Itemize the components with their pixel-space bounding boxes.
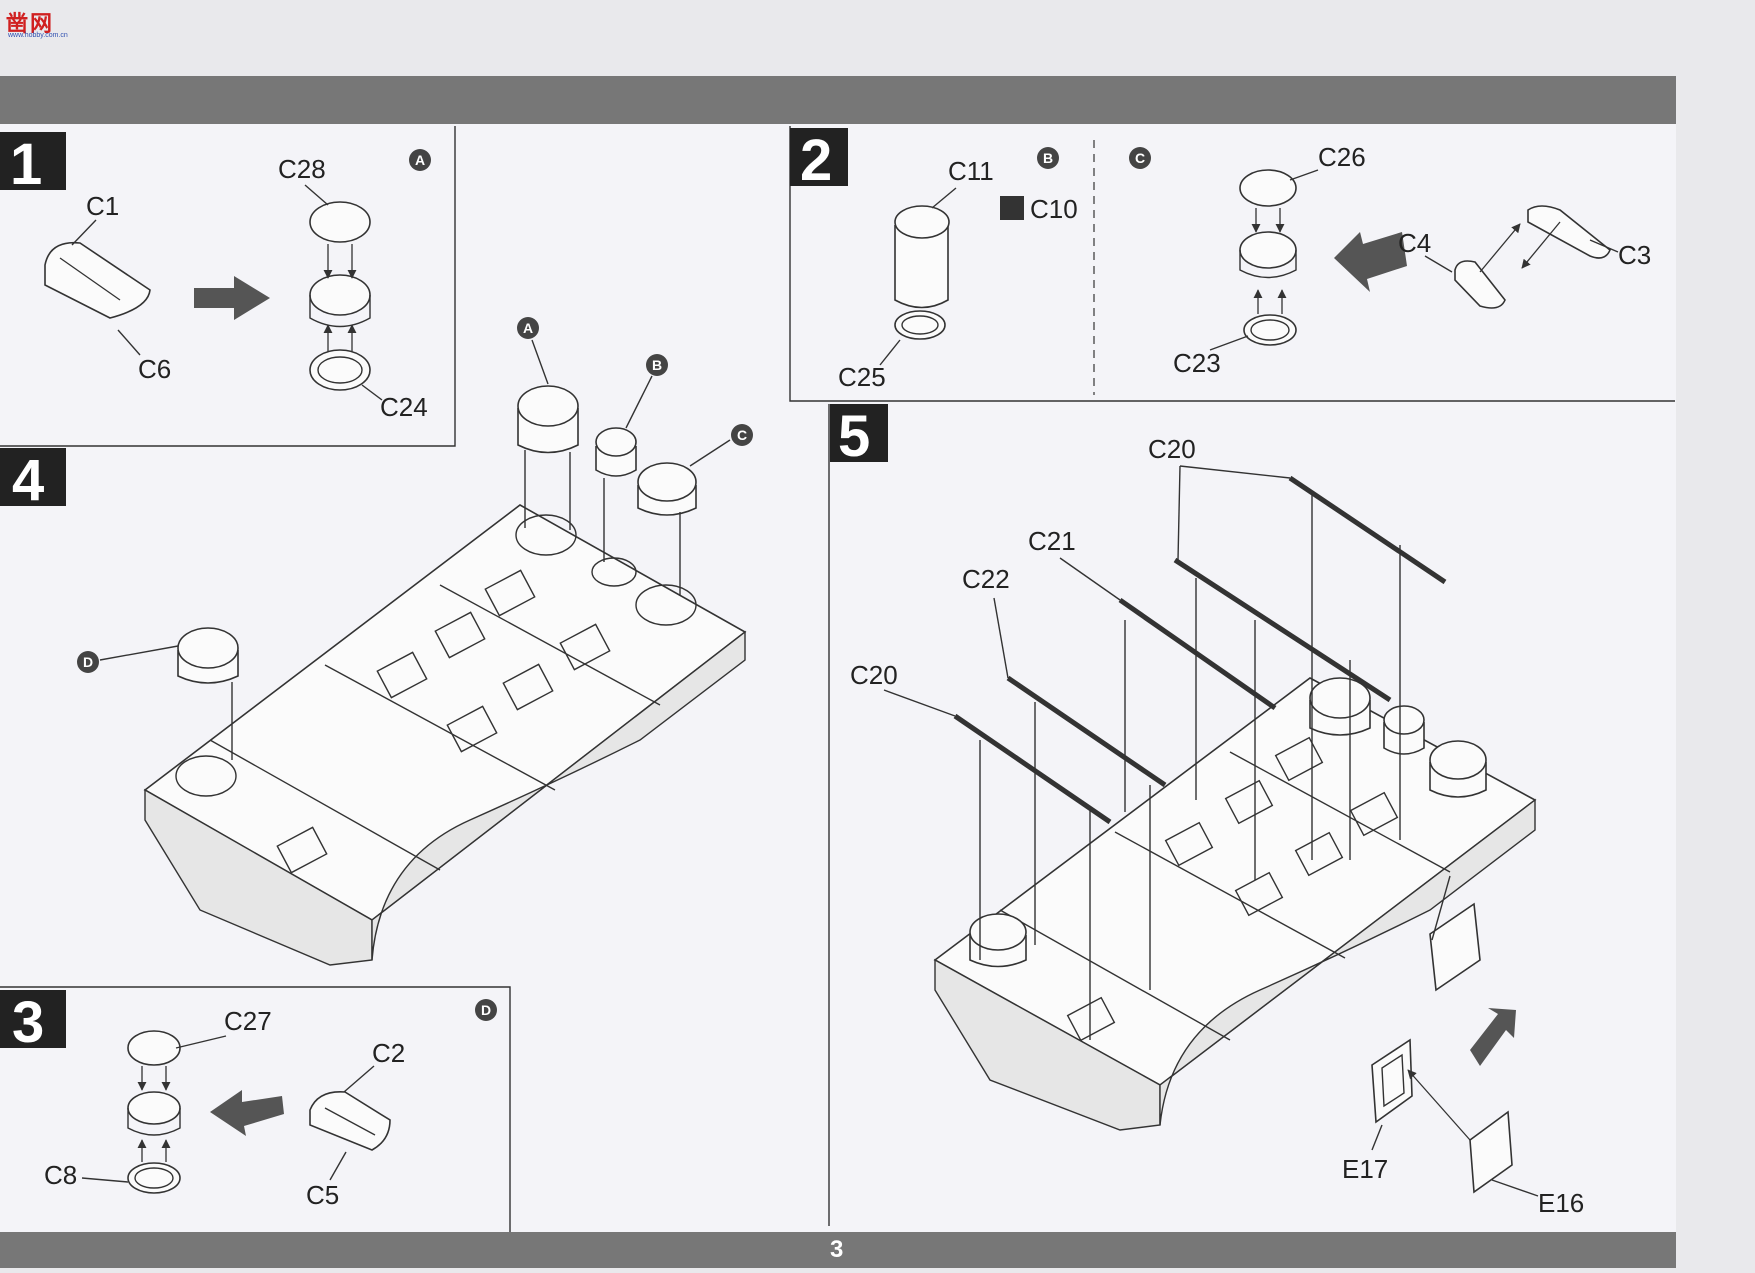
rail-c20-front: [953, 713, 1112, 825]
ref-circle-d: [475, 999, 497, 1021]
svg-text:C: C: [1135, 150, 1145, 166]
svg-text:C2: C2: [372, 1038, 405, 1068]
watermark-logo: 凿网 www.hobby.com.cn: [6, 6, 70, 40]
watermark-text: 凿网: [6, 11, 55, 36]
svg-text:A: A: [523, 320, 533, 336]
page-number: 3: [830, 1236, 844, 1263]
svg-text:C5: C5: [306, 1180, 339, 1210]
part-c27-ring: [127, 1091, 181, 1125]
svg-text:C28: C28: [278, 154, 326, 184]
ref-circle-d-hull: [77, 651, 99, 673]
svg-text:C8: C8: [44, 1160, 77, 1190]
svg-text:B: B: [652, 357, 662, 373]
rail-c22: [1006, 675, 1167, 788]
part-c24: [309, 349, 371, 391]
cupola-a: [517, 385, 579, 454]
step4-badge: 4: [0, 448, 66, 513]
svg-text:C26: C26: [1318, 142, 1366, 172]
svg-text:C21: C21: [1028, 526, 1076, 556]
svg-text:D: D: [83, 654, 93, 670]
svg-text:C23: C23: [1173, 348, 1221, 378]
ref-circle-b-hull: [646, 354, 668, 376]
footer-bar: [0, 1232, 1676, 1268]
side-hatch: [1429, 902, 1481, 992]
rail-c21: [1118, 597, 1277, 711]
ref-circle-a: [409, 149, 431, 171]
svg-text:A: A: [415, 152, 425, 168]
part-c26: [1239, 169, 1297, 207]
step1-content: A C1 C6 C28 C24: [44, 149, 431, 422]
svg-text:D: D: [481, 1002, 491, 1018]
svg-text:E16: E16: [1538, 1188, 1584, 1218]
assembly-arrow-2: [1334, 232, 1407, 292]
svg-text:B: B: [1043, 150, 1053, 166]
header-bar: [0, 76, 1676, 124]
part-c1-ring: [309, 274, 371, 316]
step1-frame: [0, 126, 456, 447]
step3-frame: [0, 986, 511, 1232]
ref-circle-c-hull: [731, 424, 753, 446]
svg-text:C10: C10: [1030, 194, 1078, 224]
cupola-b: [595, 427, 637, 477]
part-e17: [1371, 1038, 1413, 1124]
part-c11: [894, 225, 949, 309]
cupola-c: [637, 462, 697, 516]
part-c4: [1454, 260, 1506, 309]
svg-text:4: 4: [12, 448, 44, 513]
yinyang-icon: [1000, 196, 1024, 220]
part-e16: [1469, 1110, 1513, 1194]
svg-text:E17: E17: [1342, 1154, 1388, 1184]
svg-text:C22: C22: [962, 564, 1010, 594]
svg-text:C24: C24: [380, 392, 428, 422]
svg-text:C3: C3: [1618, 240, 1651, 270]
assembly-arrow-3: [210, 1090, 284, 1136]
part-c27: [127, 1030, 181, 1066]
cupola-d: [177, 627, 239, 684]
part-c28: [309, 201, 371, 243]
rail-c20-top: [1288, 475, 1447, 585]
watermark-sub: www.hobby.com.cn: [8, 32, 68, 39]
rail-c20-mid: [1173, 557, 1392, 703]
step2-content: B C C11 C10 C25 C26 C23: [838, 142, 1651, 392]
step2-frame: [789, 126, 1675, 402]
svg-text:C6: C6: [138, 354, 171, 384]
ref-circle-a-hull: [517, 317, 539, 339]
hull5-long-side: [1159, 798, 1536, 1126]
part-c3: [1527, 205, 1611, 259]
part-c26-ring: [1239, 231, 1297, 269]
ref-circle-c: [1129, 147, 1151, 169]
step4-content: A B C D: [77, 317, 753, 966]
part-c1-c6: [44, 241, 151, 319]
step3-content: D C27 C8 C2 C5: [44, 999, 497, 1210]
step2-badge: 2: [790, 128, 848, 193]
step5-badge: 5: [830, 404, 888, 469]
svg-text:C25: C25: [838, 362, 886, 392]
step3-badge: 3: [0, 990, 66, 1055]
svg-text:5: 5: [838, 404, 870, 469]
svg-text:C27: C27: [224, 1006, 272, 1036]
svg-text:C11: C11: [948, 156, 994, 186]
ref-circle-b: [1037, 147, 1059, 169]
svg-text:C: C: [737, 427, 747, 443]
svg-text:C4: C4: [1398, 228, 1431, 258]
svg-text:C20: C20: [1148, 434, 1196, 464]
svg-text:2: 2: [800, 128, 832, 193]
step1-badge: 1: [0, 132, 66, 197]
hull-long-side: [371, 630, 746, 961]
assembly-arrow-5: [1470, 1008, 1516, 1066]
svg-text:1: 1: [10, 132, 42, 197]
assembly-arrow: [194, 276, 270, 320]
svg-text:C20: C20: [850, 660, 898, 690]
svg-text:C1: C1: [86, 191, 119, 221]
step5-content: C20 C21 C22 C20 E17 E16: [850, 434, 1584, 1218]
svg-text:3: 3: [12, 990, 44, 1055]
